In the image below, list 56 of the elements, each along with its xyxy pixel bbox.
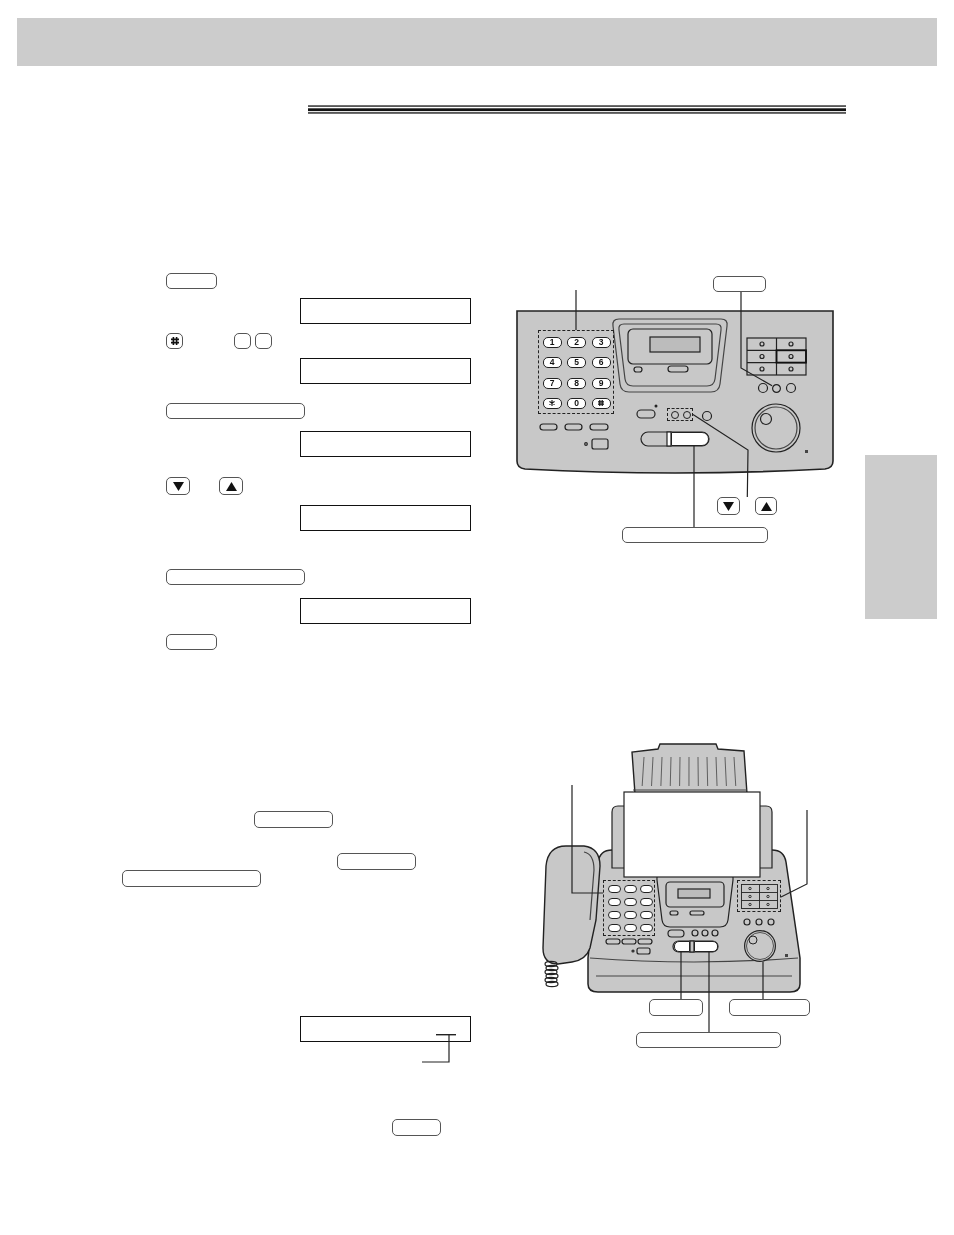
display-box [300,431,471,457]
key-button [234,333,251,349]
keypad [538,330,614,414]
keypad-key: 4 [542,357,562,369]
key-button [219,477,243,495]
key-button [255,333,272,349]
key-button [337,853,416,870]
leader-line [571,784,604,894]
key-button [392,1119,441,1136]
button-group [667,408,693,421]
keypad [603,880,655,936]
bar-button [694,941,718,952]
bar-button [674,941,690,952]
display-box [300,358,471,384]
keypad-key: 6 [591,357,611,369]
leader-line [692,413,749,498]
display-box [300,505,471,531]
bar-button [671,432,709,446]
dial [744,930,776,962]
keypad-key: 8 [567,377,586,389]
key-button [622,527,768,543]
leader-line [575,289,577,331]
display-box [300,598,471,624]
display-box [300,298,471,324]
keypad-key: 5 [567,357,586,369]
leader-line [780,809,808,898]
key-button [713,276,766,292]
keypad-key: 2 [567,337,586,348]
key-button [717,497,740,515]
key-button [166,634,217,650]
key-button [166,273,217,289]
keypad-key: 7 [542,377,562,389]
key-button [166,403,305,419]
keypad-key: 9 [591,377,611,389]
key-button [755,497,777,515]
keypad-key: 0 [567,397,586,409]
side-tab [865,455,937,619]
key-button [649,999,703,1016]
header-band [17,18,937,66]
leader-line [740,291,773,387]
key-button [729,999,810,1016]
key-button [166,333,183,349]
leader-line [693,445,695,528]
key-button [166,569,305,585]
key-button [166,477,190,495]
leader-line [421,1041,450,1063]
display-box [300,1016,471,1042]
leader-line [680,951,682,1000]
key-button [122,870,261,887]
keypad-key: 3 [591,337,611,348]
key-button [254,811,333,828]
leader-line [762,961,764,1000]
key-button [636,1032,781,1048]
keypad-key: 1 [542,337,562,348]
round-button [771,383,781,393]
leader-line [708,951,710,1033]
